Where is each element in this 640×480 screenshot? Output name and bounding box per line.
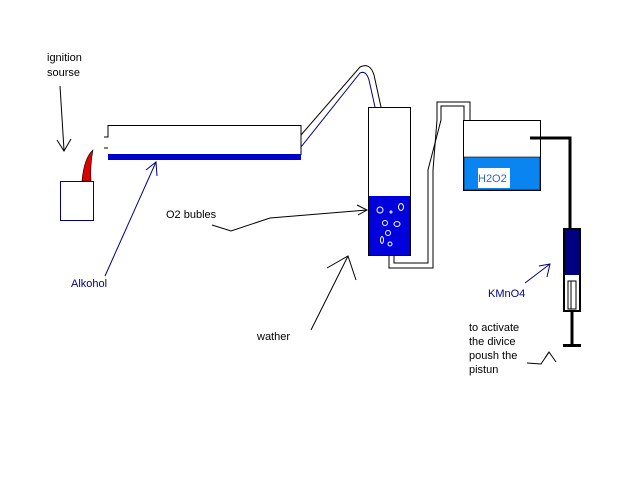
h2o2-label: H2O2 [478,173,507,185]
o2-bubbles-label: O2 bubles [166,209,217,221]
kmno4-label: KMnO4 [488,288,525,300]
alcohol-arrow [104,161,158,277]
push-arrow [526,351,557,365]
ignition-label-line1: ignition [47,52,82,64]
reaction-tube [104,125,302,155]
gas-tube-inner [300,71,376,148]
activate-line1: to activate [469,322,519,334]
activate-line4: pistun [469,364,498,376]
connect-tube-inner [393,105,465,264]
feed-line [530,136,572,229]
flame [81,149,94,182]
plunger-stem [563,311,581,347]
water-label: wather [256,331,290,343]
activate-line2: the divice [469,336,515,348]
gas-tube-outer [300,65,382,136]
activate-line3: poush the [469,350,517,362]
ignition-label-line2: sourse [47,67,80,79]
alcohol-layer [108,154,301,160]
ignition-arrow [56,85,72,152]
o2-arrow [211,204,369,232]
kmno4-fill [565,230,579,275]
water-arrow [310,255,357,331]
bubbles [376,203,404,247]
alcohol-label: Alkohol [71,278,107,290]
plunger-head [567,280,577,310]
h2o2-label-bg [478,168,510,188]
candle [60,181,94,221]
kmno4-arrow [524,263,551,284]
